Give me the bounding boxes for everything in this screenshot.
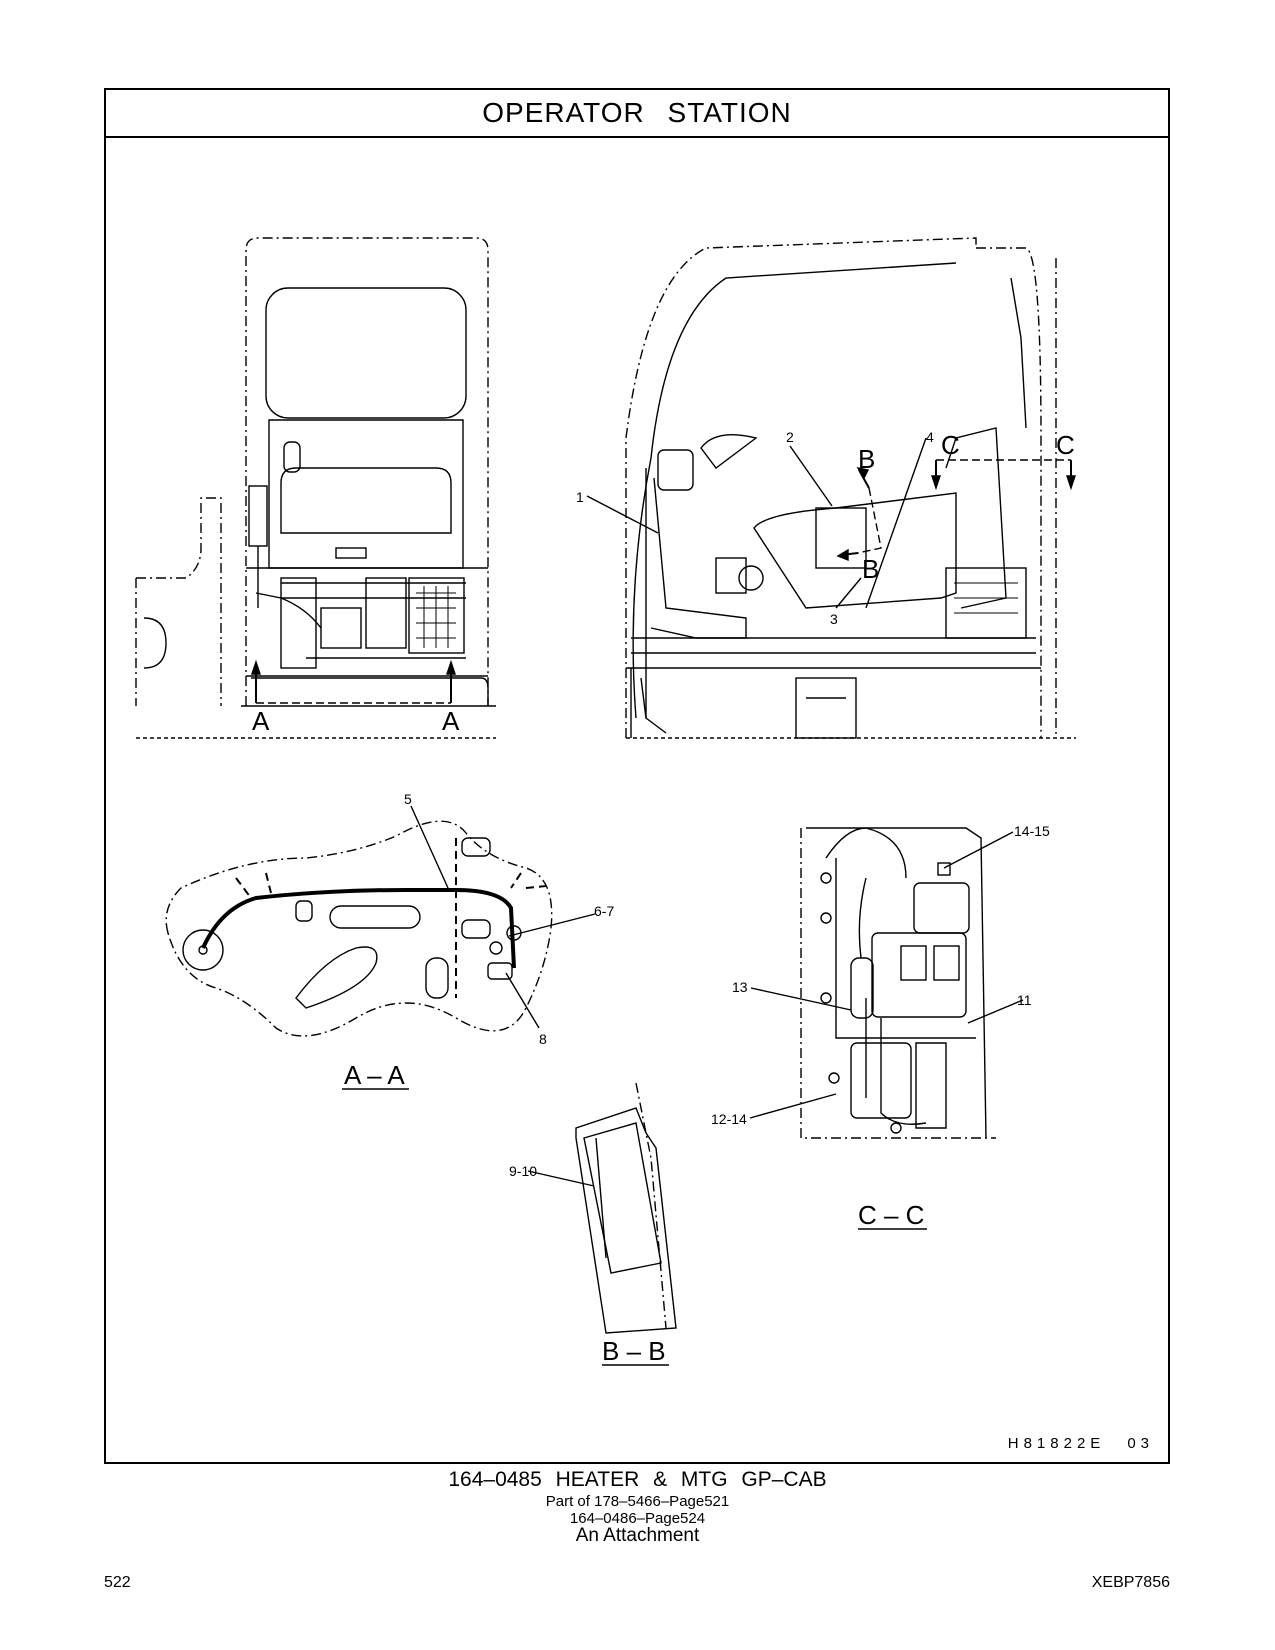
rear-cab-view (135, 237, 496, 739)
section-b-b-view (527, 1082, 677, 1334)
callout-12-14: 12-14 (711, 1111, 747, 1127)
callout-11: 11 (1017, 992, 1032, 1008)
drawing-code-rev: 03 (1127, 1435, 1154, 1452)
caption-part-title: 164–0485 HEATER & MTG GP–CAB (448, 1468, 827, 1491)
diagram-frame: OPERATOR STATION (104, 88, 1170, 1464)
caption-part-of: Part of 178–5466–Page521 (545, 1493, 730, 1510)
callout-13: 13 (732, 979, 748, 995)
callout-6-7: 6-7 (594, 903, 614, 919)
callout-5: 5 (404, 791, 412, 807)
section-mark-c-left: C (941, 430, 960, 460)
section-mark-b-bottom: B (862, 554, 879, 584)
drawing-code: H81822E 03 (1008, 1435, 1154, 1452)
drawing-code-id: H81822E (1007, 1435, 1106, 1452)
callout-4: 4 (926, 429, 934, 445)
caption-related-part: 164–0486–Page524 (569, 1510, 706, 1527)
callout-3: 3 (830, 611, 838, 627)
section-mark-b-top: B (858, 444, 875, 474)
callout-2: 2 (786, 429, 794, 445)
view-label-c-c: C – C (858, 1200, 924, 1230)
document-id: XEBP7856 (1091, 1574, 1170, 1591)
callout-14-15: 14-15 (1014, 823, 1050, 839)
section-a-a-view (165, 805, 596, 1037)
view-label-b-b: B – B (602, 1336, 666, 1366)
view-label-a-a: A – A (344, 1060, 405, 1090)
side-cab-view (586, 237, 1076, 739)
callout-8: 8 (539, 1031, 547, 1047)
callout-9-10: 9-10 (509, 1163, 537, 1179)
callout-1: 1 (576, 489, 584, 505)
caption-attachment: An Attachment (575, 1525, 700, 1546)
section-c-c-view (749, 827, 1024, 1139)
technical-drawing: A A (135, 237, 1076, 1366)
page-number: 522 (104, 1574, 131, 1591)
page-title: OPERATOR STATION (106, 90, 1168, 138)
section-mark-a-right: A (442, 706, 460, 736)
section-mark-c-right: C (1056, 430, 1075, 460)
section-mark-a-left: A (252, 706, 270, 736)
